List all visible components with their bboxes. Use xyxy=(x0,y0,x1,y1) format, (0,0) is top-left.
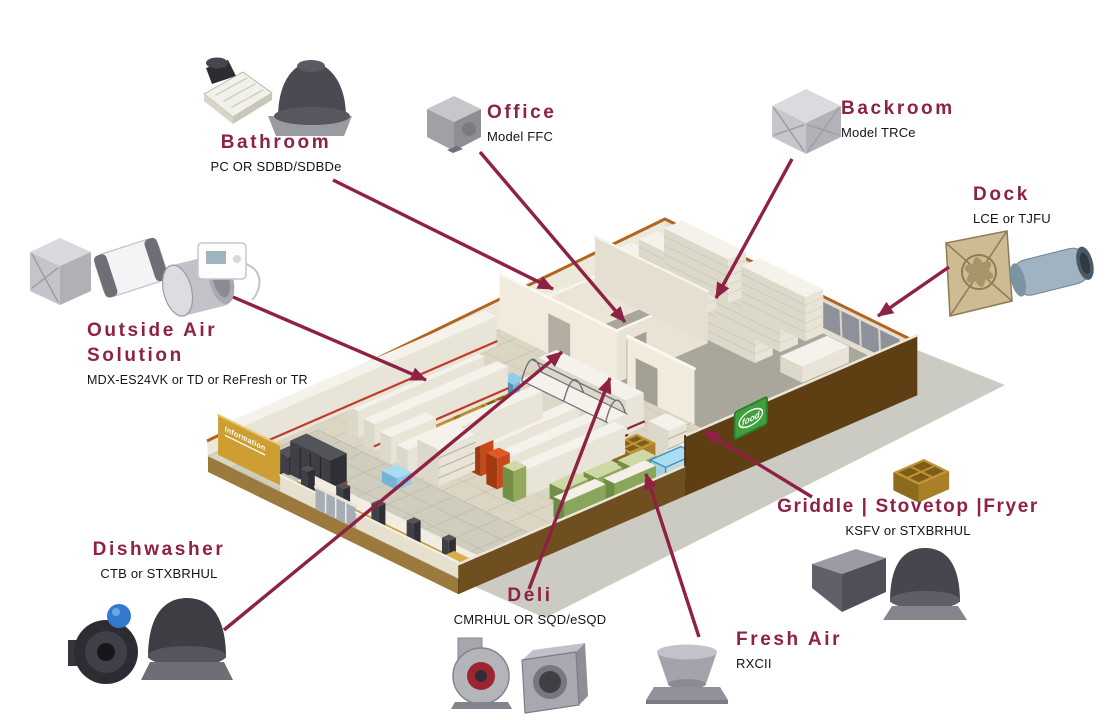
label-deli-title: Deli xyxy=(507,585,553,606)
label-office: Office Model FFC xyxy=(487,101,556,144)
arrow-dock xyxy=(877,265,950,318)
product-fresh-air-rxcii xyxy=(646,644,728,704)
label-backroom-title: Backroom xyxy=(841,98,955,119)
label-fresh-air-subtitle: RXCII xyxy=(736,655,772,671)
label-bathroom: Bathroom PC OR SDBD/SDBDe xyxy=(176,131,376,174)
product-griddle-fans xyxy=(812,548,967,620)
arrow-outside-air xyxy=(232,295,427,382)
arrow-backroom xyxy=(714,158,794,299)
arrow-bathroom xyxy=(332,178,554,291)
arrow-dishwasher xyxy=(222,350,564,632)
product-dock-fans xyxy=(945,230,1094,317)
label-dishwasher-subtitle: CTB or STXBRHUL xyxy=(100,565,218,581)
label-fresh-air-title: Fresh Air xyxy=(736,629,843,650)
product-backroom-trce xyxy=(772,89,841,154)
label-griddle: Griddle | Stovetop |Fryer KSFV or STXBRH… xyxy=(748,495,1068,538)
label-bathroom-subtitle: PC OR SDBD/SDBDe xyxy=(210,158,342,174)
label-dishwasher: Dishwasher CTB or STXBRHUL xyxy=(74,538,244,581)
product-bathroom-fans xyxy=(203,57,352,136)
label-griddle-subtitle: KSFV or STXBRHUL xyxy=(845,522,971,538)
label-outside-air-title-line1: Outside Air xyxy=(87,320,218,341)
label-outside-air: Outside Air Solution MDX-ES24VK or TD or… xyxy=(87,319,308,387)
label-backroom-subtitle: Model TRCe xyxy=(841,124,916,140)
label-office-title: Office xyxy=(487,102,557,123)
label-dock-subtitle: LCE or TJFU xyxy=(973,210,1051,226)
label-griddle-title: Griddle | Stovetop |Fryer xyxy=(777,496,1039,517)
arrow-fresh-air xyxy=(643,473,701,638)
label-dock-title: Dock xyxy=(973,184,1030,205)
product-outside-air-units xyxy=(30,237,261,317)
arrow-deli xyxy=(527,377,612,590)
label-deli: Deli CMRHUL OR SQD/eSQD xyxy=(444,584,616,627)
product-deli-fans xyxy=(451,637,588,714)
product-office-ffc xyxy=(427,96,481,153)
label-outside-air-title-line2: Solution xyxy=(87,344,184,366)
arrow-office xyxy=(478,150,627,324)
label-outside-air-subtitle: MDX-ES24VK or TD or ReFresh or TR xyxy=(87,373,308,388)
label-fresh-air: Fresh Air RXCII xyxy=(736,628,842,671)
food-sign: food xyxy=(733,396,768,440)
label-office-subtitle: Model FFC xyxy=(487,128,554,144)
label-dishwasher-title: Dishwasher xyxy=(92,539,226,560)
product-dishwasher-fans xyxy=(68,598,233,684)
arrow-griddle xyxy=(703,429,813,499)
label-dock: Dock LCE or TJFU xyxy=(973,183,1051,226)
label-bathroom-title: Bathroom xyxy=(220,132,332,153)
label-backroom: Backroom Model TRCe xyxy=(841,97,955,140)
label-deli-subtitle: CMRHUL OR SQD/eSQD xyxy=(453,611,607,627)
